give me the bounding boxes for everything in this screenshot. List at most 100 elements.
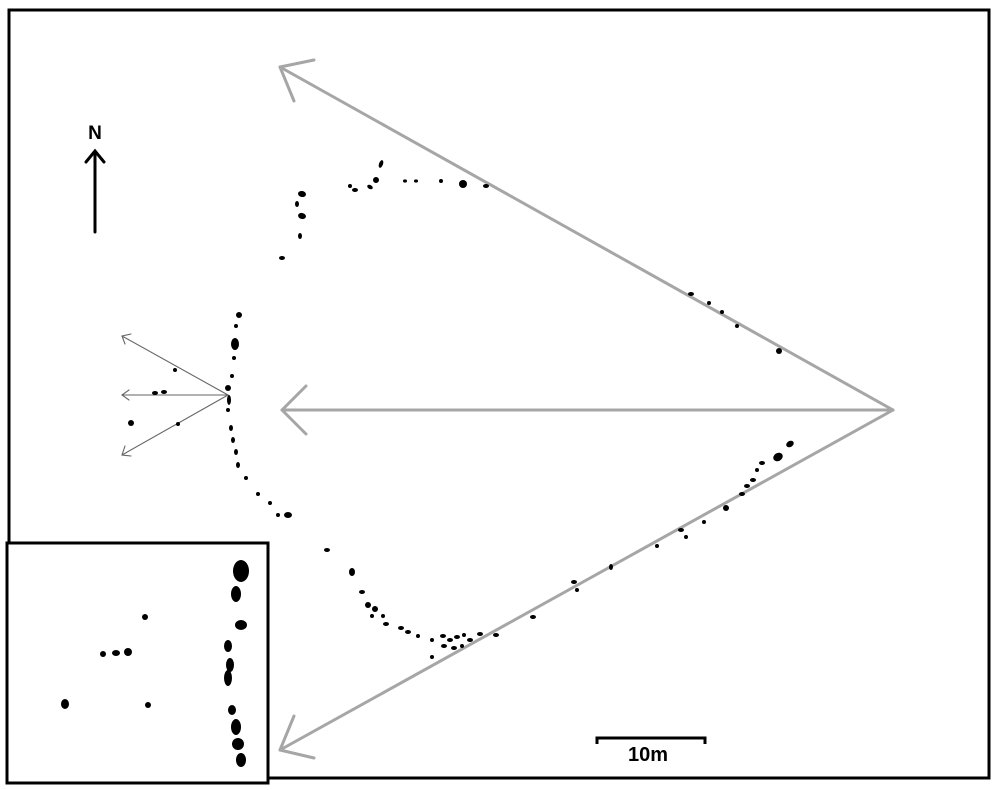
inset-stone-marker	[235, 620, 247, 630]
inset-stone-marker	[124, 648, 132, 656]
stone-marker	[298, 212, 306, 220]
stone-marker	[152, 391, 158, 395]
stone-marker	[430, 655, 434, 659]
stone-marker	[441, 644, 447, 648]
scale-label: 10m	[628, 744, 668, 766]
inset-stone-marker	[226, 658, 234, 672]
stone-marker	[739, 492, 745, 496]
stone-marker	[234, 324, 238, 328]
stone-marker	[284, 512, 292, 518]
stone-marker	[256, 492, 260, 496]
stone-marker	[744, 484, 750, 488]
stone-marker	[398, 626, 404, 630]
stone-marker	[381, 614, 385, 618]
stone-marker	[227, 395, 231, 405]
stone-marker	[279, 256, 285, 260]
inset-stone-marker	[236, 753, 246, 767]
inset-stone-marker	[231, 586, 241, 602]
stone-marker	[359, 590, 365, 594]
stone-marker	[128, 420, 134, 426]
stone-marker	[477, 632, 483, 636]
inset-stone-marker	[100, 651, 106, 657]
stone-marker	[416, 634, 420, 638]
stone-marker	[298, 233, 302, 239]
scale-bar-icon	[595, 736, 707, 744]
stone-marker	[230, 374, 234, 378]
inset-stone-marker	[232, 738, 244, 750]
stone-marker	[414, 179, 418, 183]
stone-marker	[276, 513, 280, 517]
inset-stone-marker	[145, 702, 151, 708]
sightline-southwest	[278, 408, 895, 752]
stone-marker	[405, 630, 411, 634]
stone-marker	[226, 408, 230, 412]
stone-marker	[231, 338, 239, 350]
stone-marker	[373, 177, 379, 183]
stone-marker	[352, 188, 358, 192]
stone-marker	[161, 390, 167, 394]
stone-marker	[684, 535, 688, 539]
sightline-arrows	[278, 58, 895, 760]
stone-marker	[370, 614, 374, 618]
stone-marker	[367, 184, 373, 190]
stone-marker	[324, 548, 330, 552]
stone-marker	[493, 633, 499, 637]
stone-marker	[231, 437, 235, 443]
thin-arrow-fan	[121, 333, 229, 457]
stone-marker	[786, 440, 794, 448]
stone-marker	[723, 505, 729, 511]
stone-marker	[575, 588, 579, 592]
stone-marker	[451, 646, 457, 650]
stone-marker	[759, 461, 765, 465]
stone-marker	[372, 606, 378, 612]
stone-marker	[571, 580, 577, 584]
stone-marker	[403, 179, 407, 183]
stone-marker	[702, 520, 706, 524]
stone-marker	[365, 602, 371, 608]
stone-marker	[232, 356, 236, 360]
stone-marker	[609, 564, 613, 570]
stone-marker	[755, 468, 759, 472]
stone-marker	[440, 634, 446, 638]
inset-stone-marker	[231, 719, 241, 735]
stone-marker	[530, 615, 536, 619]
inset-panel	[5, 541, 270, 785]
stone-marker	[750, 478, 756, 482]
stone-marker	[234, 449, 238, 455]
inset-stone-marker	[112, 650, 120, 656]
stone-marker	[462, 633, 466, 637]
north-label: N	[88, 123, 102, 144]
stone-marker	[430, 638, 434, 642]
stone-marker	[454, 635, 460, 639]
stone-marker	[236, 462, 240, 468]
stone-marker	[176, 422, 180, 426]
stone-marker	[720, 310, 724, 314]
sightline-northwest-head	[278, 58, 316, 103]
stone-marker	[225, 385, 231, 391]
stone-marker	[244, 476, 248, 480]
stone-marker	[655, 544, 659, 548]
sightline-northwest	[278, 65, 895, 412]
stone-marker	[735, 324, 739, 328]
stone-marker	[678, 528, 684, 532]
stone-marker	[268, 501, 272, 505]
inset-stone-marker	[228, 705, 236, 715]
stone-marker	[773, 452, 783, 462]
sightline-southwest-head	[278, 714, 316, 760]
stone-marker	[383, 622, 389, 626]
stone-marker	[298, 190, 306, 198]
stone-marker	[460, 644, 464, 648]
stone-marker	[236, 312, 242, 318]
stone-marker	[459, 180, 467, 188]
north-arrow-icon	[84, 148, 106, 234]
stone-marker	[349, 568, 355, 576]
inset-stone-marker	[61, 699, 69, 709]
inset-stones	[61, 560, 249, 767]
stone-marker	[776, 348, 782, 354]
stone-marker	[688, 292, 694, 296]
stone-marker	[439, 179, 443, 183]
inset-stone-marker	[224, 640, 232, 652]
stone-marker	[707, 301, 711, 305]
stone-marker	[467, 638, 473, 642]
